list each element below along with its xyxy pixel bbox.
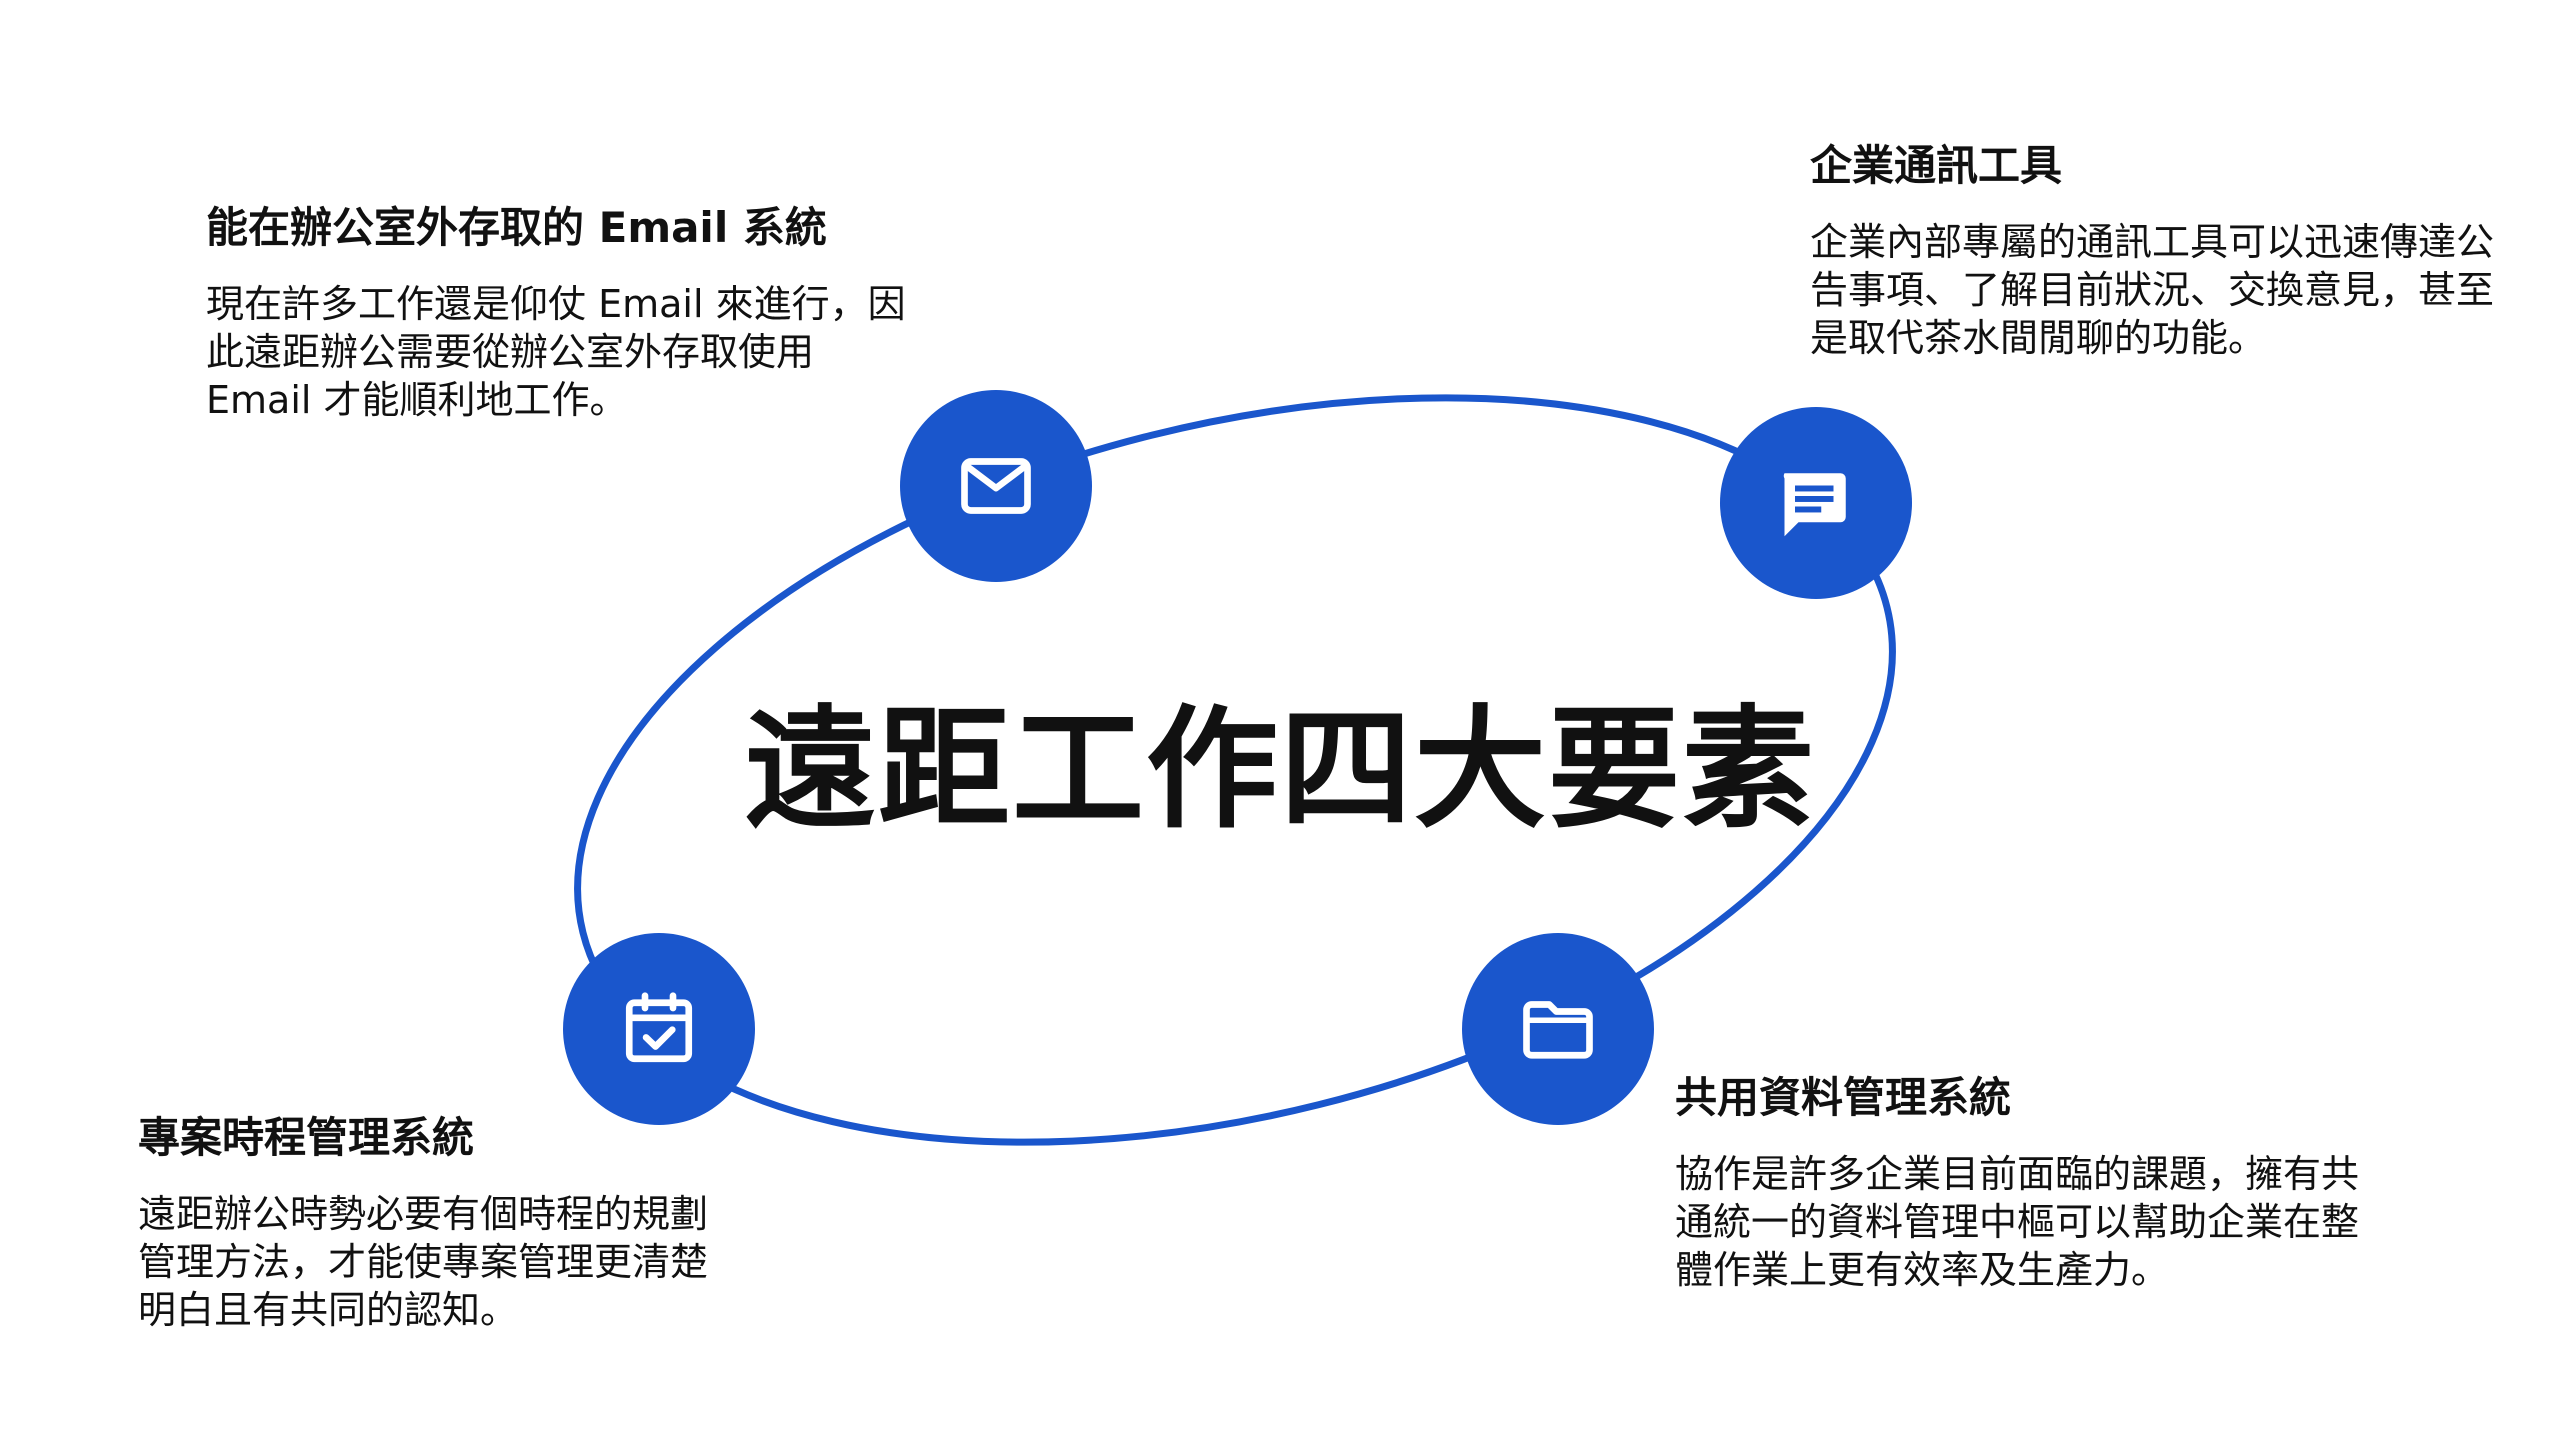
schedule-description: 遠距辦公時勢必要有個時程的規劃管理方法，才能使專案管理更清楚明白且有共同的認知。 [138, 1192, 709, 1332]
calendar-check-icon [625, 992, 693, 1063]
mail-icon [961, 458, 1031, 514]
share-node [1462, 933, 1654, 1125]
email-text-block: 能在辦公室外存取的 Email 系統 現在許多工作還是仰仗 Email 來進行，… [206, 200, 926, 424]
chat-icon [1783, 473, 1846, 537]
schedule-node [563, 933, 755, 1125]
chat-text-block: 企業通訊工具 企業內部專屬的通訊工具可以迅速傳達公告事項、了解目前狀況、交換意見… [1810, 138, 2510, 362]
email-heading: 能在辦公室外存取的 Email 系統 [206, 203, 827, 252]
email-description: 現在許多工作還是仰仗 Email 來進行，因此遠距辦公需要從辦公室外存取使用 E… [206, 282, 906, 422]
schedule-heading: 專案時程管理系統 [138, 1113, 475, 1162]
chat-heading: 企業通訊工具 [1810, 141, 2063, 190]
email-node [900, 390, 1092, 582]
share-heading: 共用資料管理系統 [1675, 1073, 2012, 1122]
chat-description: 企業內部專屬的通訊工具可以迅速傳達公告事項、了解目前狀況、交換意見，甚至是取代茶… [1810, 220, 2495, 360]
schedule-text-block: 專案時程管理系統 遠距辦公時勢必要有個時程的規劃管理方法，才能使專案管理更清楚明… [138, 1110, 738, 1334]
chat-node [1720, 407, 1912, 599]
diagram-title: 遠距工作四大要素 [744, 693, 1816, 847]
share-description: 協作是許多企業目前面臨的課題，擁有共通統一的資料管理中樞可以幫助企業在整體作業上… [1675, 1152, 2360, 1292]
share-text-block: 共用資料管理系統 協作是許多企業目前面臨的課題，擁有共通統一的資料管理中樞可以幫… [1675, 1070, 2395, 1294]
folder-icon [1523, 1001, 1593, 1059]
